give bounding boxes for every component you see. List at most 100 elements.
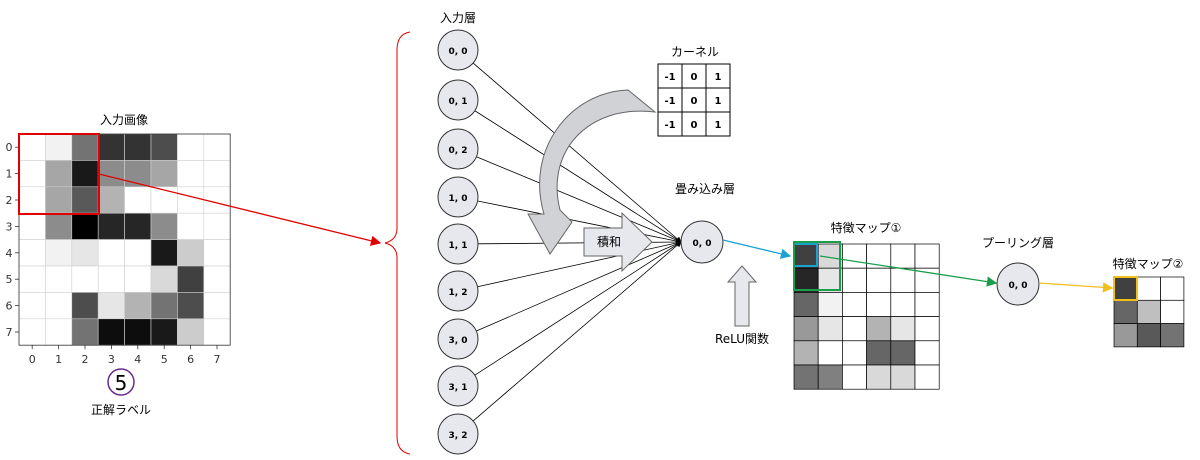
col-tick-label: 3 [108, 353, 115, 366]
image-pixel [18, 265, 46, 293]
kernel-value: 1 [715, 96, 722, 107]
input-node-label: 3, 2 [448, 431, 467, 441]
image-pixel [177, 160, 205, 188]
image-pixel [150, 265, 178, 293]
image-pixel [124, 292, 152, 320]
kernel-cell [657, 63, 683, 89]
image-pixel [124, 318, 152, 346]
kernel-cell [681, 87, 707, 113]
image-pixel [97, 318, 125, 346]
label-caption: 正解ラベル [91, 403, 151, 417]
input-node [437, 128, 479, 170]
input-node-label: 1, 1 [448, 241, 467, 251]
image-pixel [124, 239, 152, 267]
fmap1-cell [817, 316, 843, 342]
feature-map2-grid [1113, 276, 1185, 348]
image-pixel [45, 133, 73, 161]
image-pixel [203, 212, 231, 240]
pool-node [996, 262, 1040, 306]
kernel-cell [705, 111, 731, 137]
image-pixel [97, 133, 125, 161]
input-connection [472, 62, 682, 243]
kernel-value: -1 [664, 120, 675, 131]
image-pixel [18, 292, 46, 320]
image-pixel [124, 133, 152, 161]
product-sum-arrow [583, 211, 653, 273]
input-connection [476, 156, 682, 243]
pooling-layer-title: プーリング層 [982, 236, 1054, 250]
fmap1-cell [890, 292, 916, 317]
image-pixel [45, 186, 73, 214]
col-tick-label: 5 [161, 353, 168, 366]
fmap1-to-pool-arrow [819, 255, 998, 287]
image-pixel [150, 239, 178, 267]
image-pixel [45, 239, 73, 267]
label-digit: 5 [115, 371, 128, 395]
fmap1-cell [793, 340, 819, 366]
kernel-cell [657, 87, 683, 113]
image-pixel [45, 292, 73, 320]
input-image-grid [18, 133, 231, 346]
col-tick-label: 6 [187, 353, 194, 366]
image-pixel [150, 292, 178, 320]
col-tick-label: 4 [134, 353, 141, 366]
image-pixel [203, 318, 231, 346]
pool-node-label: 0, 0 [1008, 281, 1027, 291]
image-pixel [150, 186, 178, 214]
input-node-label: 0, 1 [448, 97, 467, 107]
fmap2-cell-highlight [1113, 276, 1138, 301]
fmap2-cell [1136, 276, 1161, 301]
image-pixel [45, 160, 73, 188]
image-pixel [45, 318, 73, 346]
image-pixel [45, 212, 73, 240]
image-pixel [203, 239, 231, 267]
image-pixel [177, 265, 205, 293]
image-pixel [203, 186, 231, 214]
image-pixel [18, 160, 46, 188]
image-pixel [124, 212, 152, 240]
image-pixel [97, 265, 125, 293]
input-connection [472, 241, 682, 422]
fmap2-cell [1136, 323, 1161, 348]
image-pixel [177, 133, 205, 161]
feature-map1-grid [793, 243, 940, 390]
pool-to-fmap2-arrow [1038, 282, 1114, 293]
fmap2-cell [1113, 276, 1138, 301]
input-connection [474, 110, 682, 243]
fmap1-cell [842, 316, 867, 342]
fmap2-cell [1160, 323, 1185, 348]
input-layer-brace [384, 31, 411, 455]
fmap1-cell [842, 243, 867, 269]
label-circle [107, 368, 135, 396]
fmap1-cell [890, 267, 916, 293]
relu-label: ReLU関数 [715, 331, 769, 346]
row-tick-label: 7 [6, 326, 13, 339]
image-pixel [97, 239, 125, 267]
input-node [437, 318, 479, 360]
image-pixel [18, 212, 46, 240]
fmap1-cell [866, 340, 892, 366]
row-tick-label: 6 [6, 300, 13, 313]
fmap1-cell [793, 316, 819, 342]
kernel-value: 0 [691, 120, 698, 131]
image-pixel [18, 318, 46, 346]
row-tick-label: 2 [6, 194, 13, 207]
kernel-value: -1 [664, 72, 675, 83]
image-pixel [97, 212, 125, 240]
fmap1-cell [793, 267, 819, 293]
input-node [437, 79, 479, 121]
fmap1-cell [793, 364, 819, 390]
image-pixel [71, 212, 99, 240]
kernel-cell [705, 87, 731, 113]
input-image-title: 入力画像 [100, 113, 148, 127]
image-pixel [124, 186, 152, 214]
fmap1-cell [890, 243, 916, 269]
fmap1-cell [890, 364, 916, 390]
image-pixel [71, 239, 99, 267]
col-tick-label: 1 [55, 353, 62, 366]
input-node [437, 365, 479, 407]
col-tick-label: 2 [82, 353, 89, 366]
